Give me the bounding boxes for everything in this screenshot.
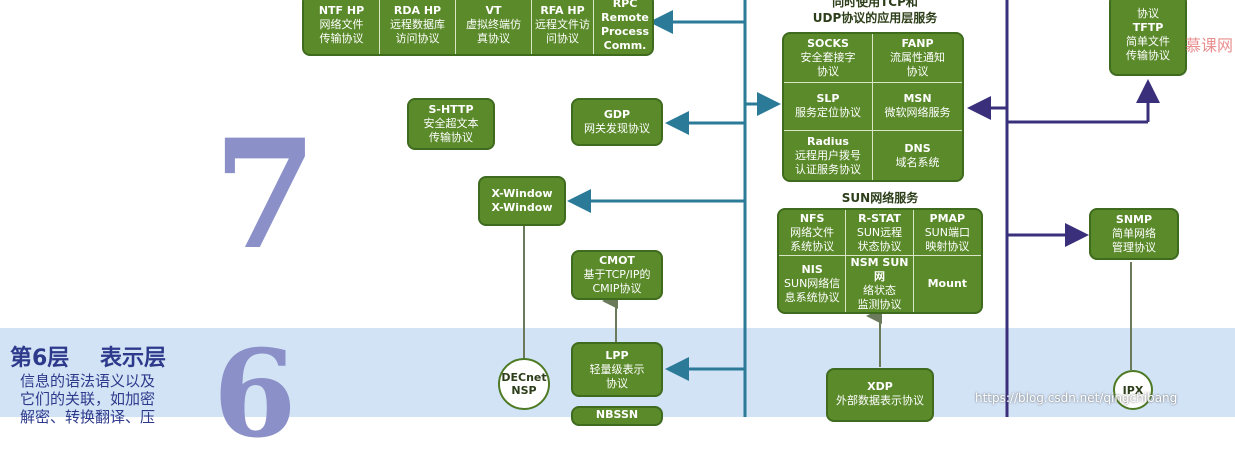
protocol-title: FANP (901, 36, 934, 50)
protocol-desc: 服务定位协议 (795, 106, 861, 120)
protocol-cmot[interactable]: CMOT 基于TCP/IP的 CMIP协议 (571, 250, 663, 300)
protocol-slp[interactable]: SLP 服务定位协议 (784, 82, 873, 132)
protocol-desc: 简单网络 管理协议 (1112, 227, 1156, 254)
tcp-udp-header: 同时使用TCP和 UDP协议的应用层服务 (812, 0, 938, 25)
protocol-desc: 网络文件 系统协议 (790, 225, 835, 253)
protocol-mount[interactable]: Mount (914, 256, 981, 312)
protocol-r-stat[interactable]: R-STAT SUN远程 状态协议 (846, 210, 914, 256)
protocol-desc: 轻量级表示 协议 (589, 362, 645, 390)
protocol-title: NBSSN (595, 408, 639, 421)
protocol-desc: 远程数据库 访问协议 (390, 18, 445, 45)
protocol-desc: SUN网络信 息系统协议 (784, 277, 841, 304)
protocol-desc: 安全套接字 协议 (800, 50, 856, 78)
protocol-desc: 协议 (1137, 7, 1159, 20)
protocol-nsm[interactable]: NSM SUN网 络状态 监测协议 (846, 256, 914, 312)
layer6-desc-line: 它们的关联，如加密 (20, 390, 156, 408)
protocol-socks[interactable]: SOCKS 安全套接字 协议 (784, 34, 873, 83)
protocol-title: RFA HP (540, 4, 585, 17)
protocol-desc: 远程文件访 问协议 (535, 18, 590, 45)
protocol-title: RPC (612, 0, 638, 10)
protocol-desc: 远程用户拨号 认证服务协议 (795, 148, 861, 176)
brand-watermark: 慕课网 (1185, 36, 1234, 55)
protocol-gdp[interactable]: GDP 网关发现协议 (571, 98, 663, 146)
layer7-number: 7 (213, 107, 318, 283)
protocol-title: SNMP (1115, 213, 1153, 226)
protocol-title: SOCKS (807, 36, 849, 50)
nsp-label: NSP (511, 384, 537, 397)
protocol-vt[interactable]: VT 虚拟终端仿 真协议 (456, 0, 532, 54)
protocol-desc: X-Window (491, 201, 553, 214)
ipx-label: IPX (1122, 383, 1144, 397)
protocol-radius[interactable]: Radius 远程用户拨号 认证服务协议 (784, 131, 873, 180)
protocol-fanp[interactable]: FANP 流属性通知 协议 (873, 34, 962, 83)
protocol-ntf-hp[interactable]: NTF HP 网络文件 传输协议 (304, 0, 380, 54)
protocol-x-window[interactable]: X-Window X-Window (478, 176, 566, 226)
sun-header: SUN网络服务 (841, 191, 919, 205)
protocol-title: PMAP (929, 211, 966, 225)
protocol-title: Radius (807, 134, 849, 148)
layer6-title: 第6层 表示层 (10, 346, 166, 371)
protocol-title: NSM SUN网 (850, 256, 909, 283)
protocol-desc: 安全超文本 传输协议 (423, 117, 479, 144)
protocol-title: NFS (799, 211, 825, 225)
protocol-xdp[interactable]: XDP 外部数据表示协议 (826, 368, 934, 422)
protocol-pmap[interactable]: PMAP SUN端口 映射协议 (913, 210, 981, 256)
protocol-title: NIS (801, 263, 823, 276)
protocol-desc: 基于TCP/IP的 CMIP协议 (583, 268, 651, 295)
tcp-udp-group: SOCKS 安全套接字 协议 FANP 流属性通知 协议 SLP 服务定位协议 … (782, 32, 964, 182)
protocol-nbssn[interactable]: NBSSN (571, 406, 663, 426)
sun-group: NFS 网络文件 系统协议 R-STAT SUN远程 状态协议 PMAP SUN… (777, 208, 983, 314)
decnet-nsp-circle[interactable]: DECnet NSP (498, 358, 550, 410)
protocol-title: X-Window (491, 187, 553, 200)
protocol-lpp[interactable]: LPP 轻量级表示 协议 (571, 342, 663, 397)
protocol-title: GDP (603, 108, 631, 121)
ipx-circle[interactable]: IPX (1113, 370, 1153, 410)
protocol-title: VT (485, 4, 502, 17)
protocol-title: XDP (867, 380, 893, 393)
protocol-desc: 简单文件 传输协议 (1126, 35, 1170, 62)
protocol-desc: 网络文件 传输协议 (319, 18, 364, 45)
protocol-desc: SUN端口 映射协议 (924, 225, 970, 253)
protocol-title: CMOT (599, 254, 635, 267)
protocol-nis[interactable]: NIS SUN网络信 息系统协议 (779, 256, 847, 312)
top-protocols-group: NTF HP 网络文件 传输协议 RDA HP 远程数据库 访问协议 VT 虚拟… (302, 0, 654, 56)
protocol-msn[interactable]: MSN 微软网络服务 (873, 83, 962, 132)
connector-lines (523, 0, 1160, 417)
protocol-desc: 网关发现协议 (584, 122, 650, 135)
protocol-rpc[interactable]: RPC Remote Process Comm. (594, 0, 656, 54)
protocol-dns[interactable]: DNS 域名系统 (873, 131, 962, 180)
protocol-rfa-hp[interactable]: RFA HP 远程文件访 问协议 (532, 0, 594, 54)
protocol-s-http[interactable]: S-HTTP 安全超文本 传输协议 (407, 98, 495, 150)
protocol-desc: 络状态 监测协议 (857, 284, 902, 311)
protocol-title: Mount (927, 277, 968, 290)
protocol-desc: 流属性通知 协议 (890, 50, 945, 78)
protocol-title: DNS (904, 141, 931, 155)
protocol-desc: 域名系统 (895, 155, 940, 169)
layer6-desc-line: 信息的语法语义以及 (20, 372, 156, 390)
protocol-snmp[interactable]: SNMP 简单网络 管理协议 (1089, 208, 1179, 260)
protocol-title: LPP (605, 348, 629, 362)
protocol-desc: Remote Process Comm. (600, 11, 650, 52)
protocol-title: TFTP (1132, 21, 1164, 34)
protocol-title: MSN (903, 92, 932, 106)
protocol-nfs[interactable]: NFS 网络文件 系统协议 (779, 210, 847, 256)
protocol-title: S-HTTP (428, 103, 474, 116)
protocol-title: NTF HP (318, 4, 365, 17)
protocol-title: RDA HP (393, 4, 442, 17)
protocol-tftp[interactable]: 协议 TFTP 简单文件 传输协议 (1109, 0, 1187, 76)
protocol-rda-hp[interactable]: RDA HP 远程数据库 访问协议 (380, 0, 456, 54)
decnet-label: DECnet (501, 371, 547, 384)
url-watermark: https://blog.csdn.net/qingchibang (975, 391, 1178, 405)
protocol-desc: SUN远程 状态协议 (856, 225, 903, 253)
protocol-desc: 虚拟终端仿 真协议 (466, 18, 521, 45)
protocol-title: R-STAT (858, 211, 901, 225)
protocol-desc: 外部数据表示协议 (836, 394, 924, 407)
protocol-desc: 微软网络服务 (884, 106, 951, 120)
protocol-title: SLP (816, 92, 840, 106)
